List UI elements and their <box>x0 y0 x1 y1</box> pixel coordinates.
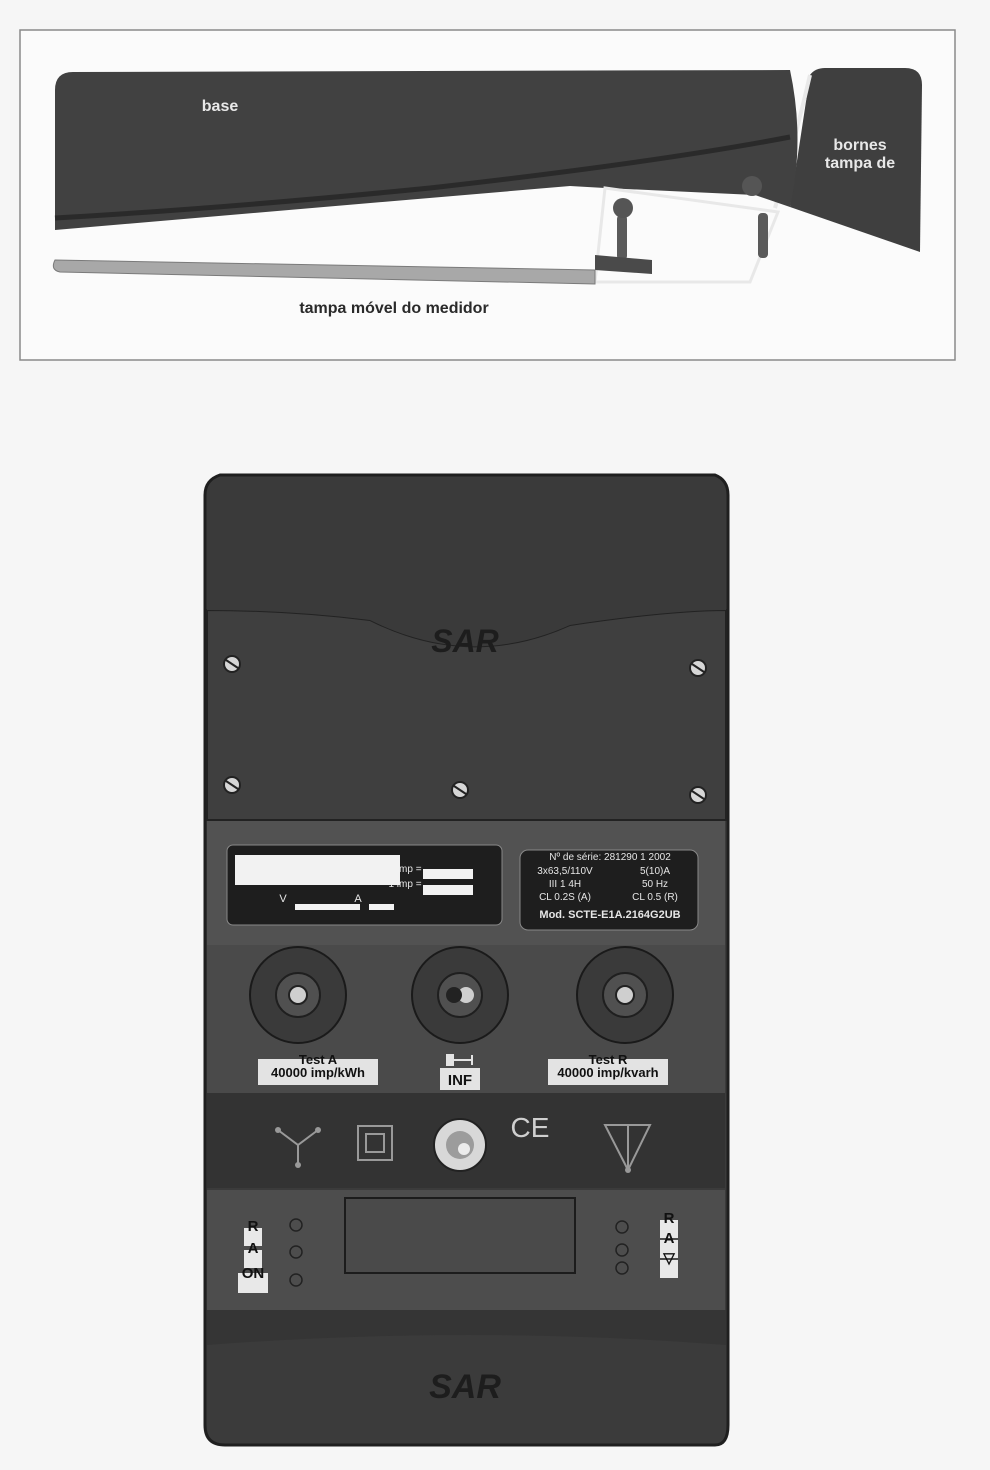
clip-tab <box>595 255 652 274</box>
test-left-label-bg <box>548 1059 668 1085</box>
inf-switch-icon <box>446 1054 473 1066</box>
side-view: tampa móvel do medidor tampa de bornes b… <box>19 29 956 361</box>
double-insulation-icon <box>357 1125 393 1161</box>
screw-icon <box>223 655 241 673</box>
led-left-label-box-3 <box>660 1220 678 1238</box>
test-right-label-bg <box>258 1059 378 1085</box>
clip-pin-right <box>617 215 627 260</box>
led-group-right: ON A R <box>238 1218 303 1293</box>
logo-text-cover: SAR <box>431 623 499 659</box>
screw-icon <box>223 776 241 794</box>
y-connection-icon <box>275 1127 321 1168</box>
led-right-2 <box>289 1245 303 1259</box>
label-base: base <box>202 98 239 115</box>
logo-band-top <box>207 1310 726 1345</box>
nameplate-wiring: III 1 4H <box>549 879 581 890</box>
front-view: SAR ▽ A R ON A R <box>203 473 730 1447</box>
led-left-label-1: ▽ <box>662 1250 675 1267</box>
clip-screw-left <box>742 176 762 196</box>
lcd-display <box>344 1197 576 1274</box>
terminal-cover <box>790 68 922 252</box>
screw-icon <box>451 781 469 799</box>
nameplate-frequency: 50 Hz <box>642 879 668 890</box>
amp-unit: A <box>354 893 362 905</box>
nameplate-current: 5(10)A <box>640 866 670 877</box>
nameplate-class-r: CL 0.5 (R) <box>632 892 678 903</box>
nameplate-spec-bg <box>519 849 699 931</box>
led-left-label-box-2 <box>660 1240 678 1258</box>
volt-field <box>295 904 360 910</box>
led-left-1 <box>615 1261 629 1275</box>
nameplate-voltage: 3x63,5/110V <box>537 866 593 877</box>
volt-unit: V <box>279 893 287 905</box>
test-led-right-icon <box>249 946 347 1044</box>
optical-port-icon <box>433 1118 487 1172</box>
label-meter-cover: tampa móvel do medidor <box>299 300 488 317</box>
label-terminal-cover-line1: tampa de <box>825 155 895 172</box>
imp-field-1 <box>423 885 473 895</box>
test-right-label: Test A <box>299 1052 338 1067</box>
nameplate-model: Mod. SCTE-E1A.2164G2UB <box>539 909 680 921</box>
logo-text-top: SAR <box>429 1368 501 1406</box>
led-right-label-box-1 <box>238 1273 268 1293</box>
led-left-3 <box>615 1220 629 1234</box>
imp-label-1: 1 imp = <box>388 879 421 890</box>
nameplate-spec: Mod. SCTE-E1A.2164G2UB CL 0.2S (A) CL 0.… <box>519 849 699 931</box>
led-right-label-1: ON <box>242 1265 265 1282</box>
movable-cover <box>52 259 596 285</box>
nameplate-class-a: CL 0.2S (A) <box>539 892 591 903</box>
imp-label-2: 1 imp = <box>388 864 421 875</box>
led-right-1 <box>289 1273 303 1287</box>
test-led-center-icon <box>411 946 509 1044</box>
amp-field <box>369 904 394 910</box>
led-right-label-box-3 <box>244 1228 262 1246</box>
info-panel: 1 imp = 1 imp = V A <box>226 844 503 926</box>
led-right-label-3: R <box>248 1218 259 1235</box>
led-right-3 <box>289 1218 303 1232</box>
led-left-label-3: R <box>664 1210 675 1227</box>
screw-icon <box>689 659 707 677</box>
clip-pin-left <box>758 213 768 258</box>
meter-base <box>55 70 798 230</box>
triangle-symbol-icon <box>603 1124 652 1173</box>
base-seam <box>54 134 791 221</box>
led-left-2 <box>615 1243 629 1257</box>
test-right-const: 40000 imp/kWh <box>271 1065 365 1080</box>
inf-label: INF <box>448 1072 472 1089</box>
nameplate-serial: Nº de série: 281290 1 2002 <box>549 852 671 863</box>
inf-label-bg <box>440 1068 480 1090</box>
screw-icon <box>689 786 707 804</box>
clip-screw-right <box>613 198 633 218</box>
logo-top: SAR <box>429 1368 501 1406</box>
led-group-left: ▽ A R <box>615 1210 678 1278</box>
test-led-left-icon <box>576 946 674 1044</box>
led-left-label-box-1 <box>660 1260 678 1278</box>
label-terminal-cover-line2: bornes <box>833 137 886 154</box>
test-left-const: 40000 imp/kvarh <box>557 1065 658 1080</box>
led-left-label-2: A <box>664 1230 675 1247</box>
led-right-label-2: A <box>248 1240 259 1257</box>
led-right-label-box-2 <box>244 1250 262 1268</box>
info-white-field <box>235 855 400 885</box>
test-left-label: Test R <box>589 1052 628 1067</box>
ce-mark-icon: CE <box>511 1112 550 1143</box>
top-cap <box>207 478 726 647</box>
imp-field-2 <box>423 869 473 879</box>
test-labels: 40000 imp/kvarh Test R 40000 imp/kWh Tes… <box>258 1052 668 1090</box>
